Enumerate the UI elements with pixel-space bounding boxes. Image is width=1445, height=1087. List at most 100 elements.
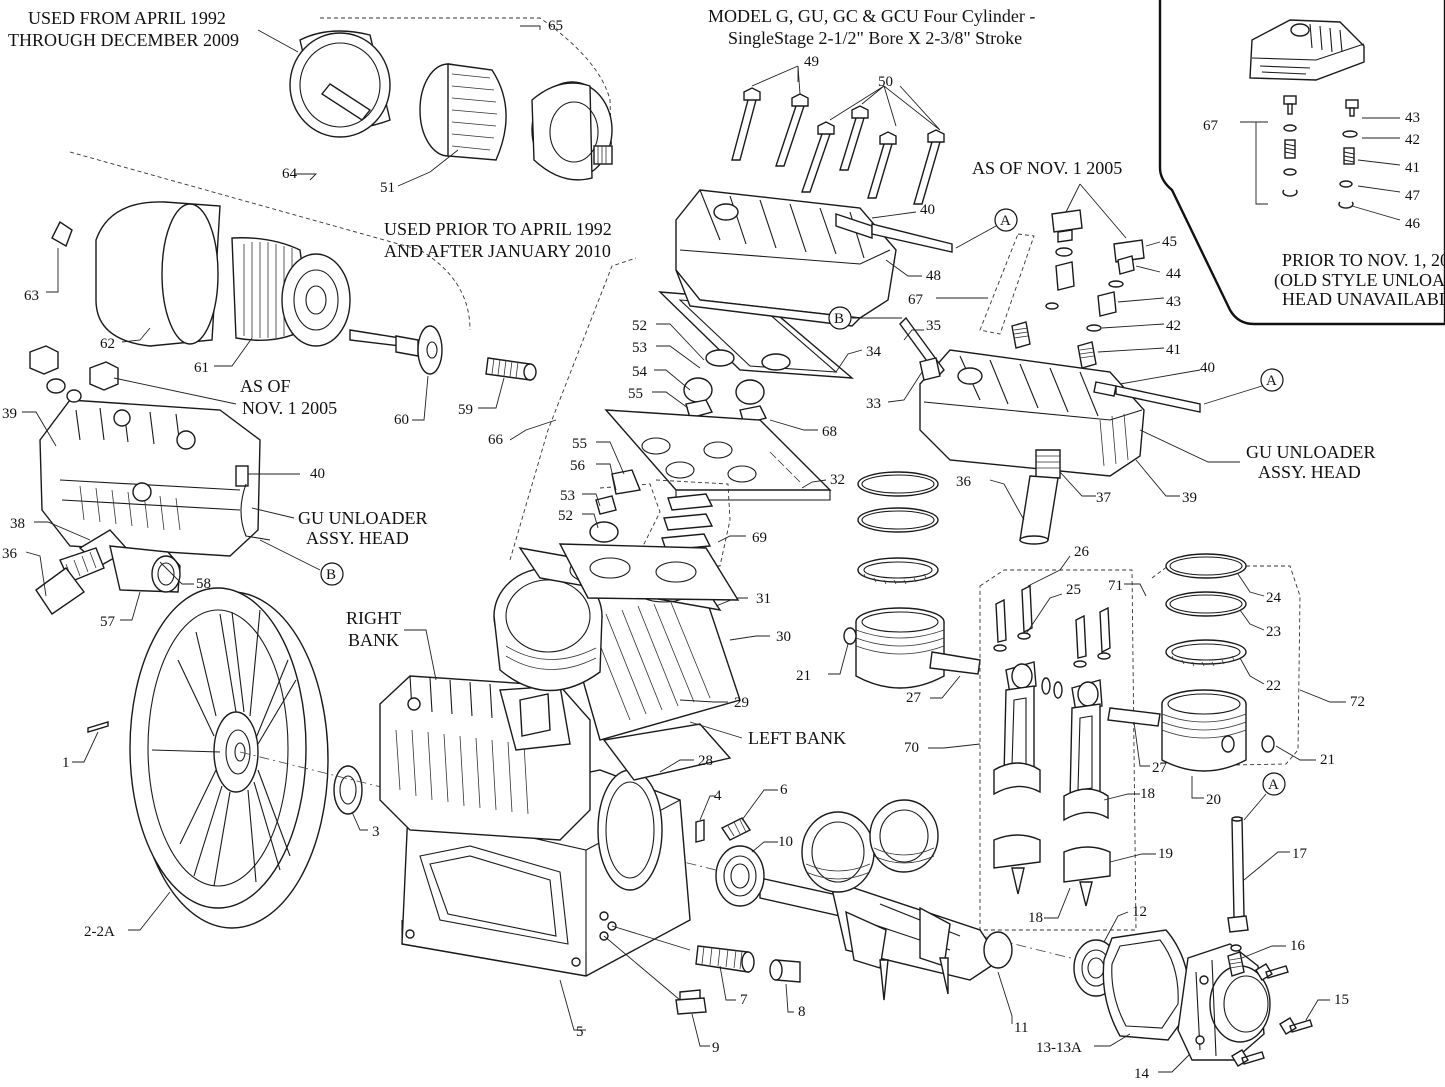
part-label-39-right: 39 [1182,490,1197,506]
callout-b-left [320,562,344,586]
part-label-45: 45 [1162,234,1177,250]
part-label-2-2a: 2-2A [84,924,115,940]
prior-caption-line-2: (OLD STYLE UNLOADER [1274,270,1445,291]
model-caption-line-1: MODEL G, GU, GC & GCU Four Cylinder - [708,6,1035,26]
part-label-72: 72 [1350,694,1365,710]
part-label-13-13a: 13-13A [1036,1040,1082,1056]
part-label-11: 11 [1014,1020,1028,1036]
part-label-12: 12 [1132,904,1147,920]
part-label-20: 20 [1206,792,1221,808]
part-label-7: 7 [740,992,748,1008]
part-label-14: 14 [1134,1066,1150,1082]
connecting-rods [993,584,1111,907]
inset-panel: 67 43 42 41 47 46 PRIOR TO NOV. 1, 2005 … [1158,0,1445,326]
part-label-59: 59 [458,402,473,418]
part-label-55-upper: 55 [628,386,643,402]
cap-8 [769,959,801,983]
part-label-47: 47 [1405,188,1421,204]
part-label-19: 19 [1158,846,1173,862]
part-label-40-right: 40 [1200,360,1215,376]
used-from-caption-line-2: THROUGH DECEMBER 2009 [8,30,239,50]
part-label-49: 49 [804,54,819,70]
used-from-caption-line-1: USED FROM APRIL 1992 [28,8,226,28]
part-label-27-left: 27 [906,690,922,706]
nipple-7 [695,945,755,973]
gu-unloader-right-caption-line-2: ASSY. HEAD [1258,462,1361,482]
part-label-31: 31 [756,591,771,607]
part-label-71: 71 [1108,578,1123,594]
part-label-8: 8 [798,1004,806,1020]
part-label-57: 57 [100,614,116,630]
callout-b-right-letter: B [834,311,844,327]
part-label-62: 62 [100,336,115,352]
callout-a-right [1260,368,1284,392]
part-label-54: 54 [632,364,648,380]
part-label-17: 17 [1292,846,1308,862]
part-label-34: 34 [866,344,882,360]
end-cover-14 [1177,943,1271,1061]
callout-a-upper-letter: A [1000,213,1011,229]
filter-assembly-65 [289,17,613,181]
gu-unloader-left-caption-line-1: GU UNLOADER [298,508,428,528]
part-label-43-inset: 43 [1405,110,1420,126]
part-label-18-lower: 18 [1028,910,1043,926]
inset-unloader-parts [1282,95,1359,209]
key-4 [695,819,705,843]
bearing-10 [715,845,765,907]
nipple-59 [485,357,537,381]
part-label-28: 28 [698,753,713,769]
plug-9 [675,989,707,1015]
screws-15 [1231,963,1313,1067]
gasket-13 [1102,929,1191,1041]
part-label-51: 51 [380,180,395,196]
as-of-right-caption: AS OF NOV. 1 2005 [972,158,1122,178]
part-label-42-right: 42 [1166,318,1181,334]
part-label-58: 58 [196,576,211,592]
seal-3 [333,765,363,815]
pulley-2-2a [129,587,329,929]
callout-b-left-letter: B [326,567,336,583]
part-label-24: 24 [1266,590,1282,606]
part-label-42-inset: 42 [1405,132,1420,148]
callout-a-lower [1262,772,1286,796]
part-label-26: 26 [1074,544,1090,560]
part-label-55-lower: 55 [572,436,587,452]
callout-b-right [828,306,852,330]
part-label-5: 5 [576,1024,584,1040]
part-label-16: 16 [1290,938,1306,954]
part-label-46: 46 [1405,216,1421,232]
part-label-70: 70 [904,740,919,756]
part-label-39-left: 39 [2,406,17,422]
part-label-38: 38 [10,516,25,532]
used-prior-caption-line-1: USED PRIOR TO APRIL 1992 [384,219,612,239]
part-label-67-inset: 67 [1203,118,1219,134]
part-label-37: 37 [1096,490,1112,506]
right-unloader-parts [979,209,1145,369]
part-label-22: 22 [1266,678,1281,694]
part-label-15: 15 [1334,992,1349,1008]
part-label-29: 29 [734,695,749,711]
right-unloader-head-39 [899,316,1201,545]
part-label-44: 44 [1166,266,1182,282]
part-label-64: 64 [282,166,298,182]
part-label-69: 69 [752,530,767,546]
part-label-52-lower: 52 [558,508,573,524]
left-bank-caption: LEFT BANK [748,728,846,748]
part-label-65: 65 [548,18,563,34]
part-label-32: 32 [830,472,845,488]
part-label-50: 50 [878,74,893,90]
part-label-6: 6 [780,782,788,798]
part-label-30: 30 [776,629,791,645]
as-of-left-caption-line-1: AS OF [240,376,291,396]
part-label-21-right: 21 [1320,752,1335,768]
part-label-18-upper: 18 [1140,786,1155,802]
left-piston-assembly [843,607,981,689]
as-of-left-caption-line-2: NOV. 1 2005 [242,398,337,418]
part-label-60: 60 [394,412,409,428]
part-label-41-right: 41 [1166,342,1181,358]
part-label-23: 23 [1266,624,1281,640]
part-label-35: 35 [926,318,941,334]
prior-caption-line-3: HEAD UNAVAILABLE) [1282,289,1445,310]
left-elbow-assembly [35,529,181,615]
part-label-66: 66 [488,432,504,448]
